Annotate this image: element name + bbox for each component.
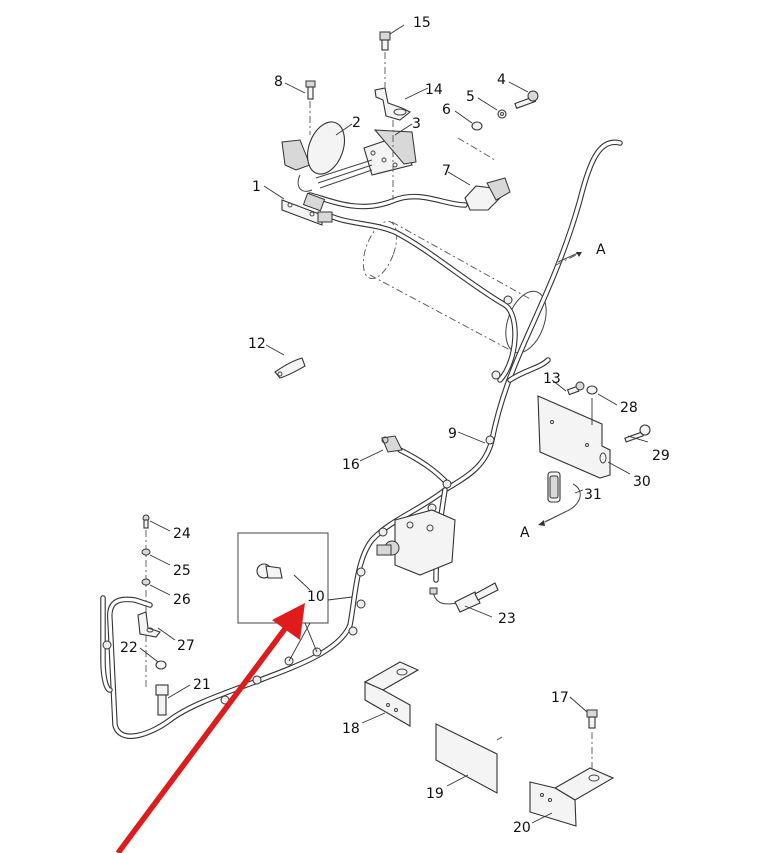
callout-23: 23 (498, 611, 516, 627)
callout-labels: 1 2 3 4 5 6 7 8 9 10 12 13 14 15 16 17 1… (120, 15, 670, 836)
harness-clips (102, 295, 513, 705)
callout-8: 8 (274, 74, 283, 90)
part-4-bolt (514, 90, 539, 109)
callout-19: 19 (426, 786, 444, 802)
axis-line (457, 137, 496, 161)
part-24-bolt (142, 514, 150, 529)
part-14-bracket (374, 87, 412, 121)
callout-7: 7 (442, 163, 451, 179)
part-13-screw (566, 381, 585, 396)
callout-20: 20 (513, 820, 531, 836)
part-28-washer (586, 385, 598, 395)
callout-10: 10 (307, 589, 325, 605)
callout-24: 24 (173, 526, 191, 542)
detail-inset-10 (237, 532, 353, 662)
callout-25: 25 (173, 563, 191, 579)
part-6-washer (471, 121, 483, 131)
part-20-bracket (529, 767, 615, 827)
callout-27: 27 (177, 638, 195, 654)
callout-4: 4 (497, 72, 506, 88)
part-23-sensor (429, 582, 499, 613)
callout-6: 6 (442, 102, 451, 118)
part-12-clip (274, 357, 306, 379)
callout-15: 15 (413, 15, 431, 31)
callout-21: 21 (193, 677, 211, 693)
ref-arrow-a-bottom (538, 511, 566, 526)
part-30-plate (537, 395, 611, 479)
callout-31: 31 (584, 487, 602, 503)
ref-label-a-bottom: A (520, 525, 530, 541)
part-1-bracket (281, 192, 333, 226)
part-18-bracket (363, 661, 420, 727)
callout-3: 3 (412, 116, 421, 132)
part-31-lamp (547, 471, 561, 503)
callout-30: 30 (633, 474, 651, 490)
part-3-connector (315, 129, 417, 189)
part-21-sensor (155, 684, 169, 716)
part-16-connector (381, 435, 403, 453)
callout-5: 5 (466, 89, 475, 105)
callout-18: 18 (342, 721, 360, 737)
part-17-bolt (586, 709, 598, 770)
ref-label-a-top: A (596, 242, 606, 258)
callout-14: 14 (425, 82, 443, 98)
part-2-lamp (281, 121, 346, 192)
part-19-pad (435, 723, 503, 794)
part-8-bolt (305, 80, 316, 135)
callout-16: 16 (342, 457, 360, 473)
part-15-bolt (379, 31, 394, 200)
highlight-arrow (115, 603, 305, 853)
callout-12: 12 (248, 336, 266, 352)
part-25-washer (141, 548, 151, 556)
part-29-bolt (624, 424, 651, 443)
part-5-washer (497, 109, 507, 119)
callout-1: 1 (252, 179, 261, 195)
leader-lines (139, 24, 649, 824)
valve-block (376, 509, 456, 576)
callout-17: 17 (551, 690, 569, 706)
callout-26: 26 (173, 592, 191, 608)
callout-29: 29 (652, 448, 670, 464)
callout-22: 22 (120, 640, 138, 656)
part-22-nut (155, 660, 167, 670)
callout-13: 13 (543, 371, 561, 387)
part-7-connector (464, 177, 511, 211)
callout-9: 9 (448, 426, 457, 442)
ref-arrow-a-top (555, 251, 583, 266)
callout-2: 2 (352, 115, 361, 131)
part-26-nut (141, 578, 151, 586)
part-27-bracket (137, 611, 161, 638)
callout-28: 28 (620, 400, 638, 416)
